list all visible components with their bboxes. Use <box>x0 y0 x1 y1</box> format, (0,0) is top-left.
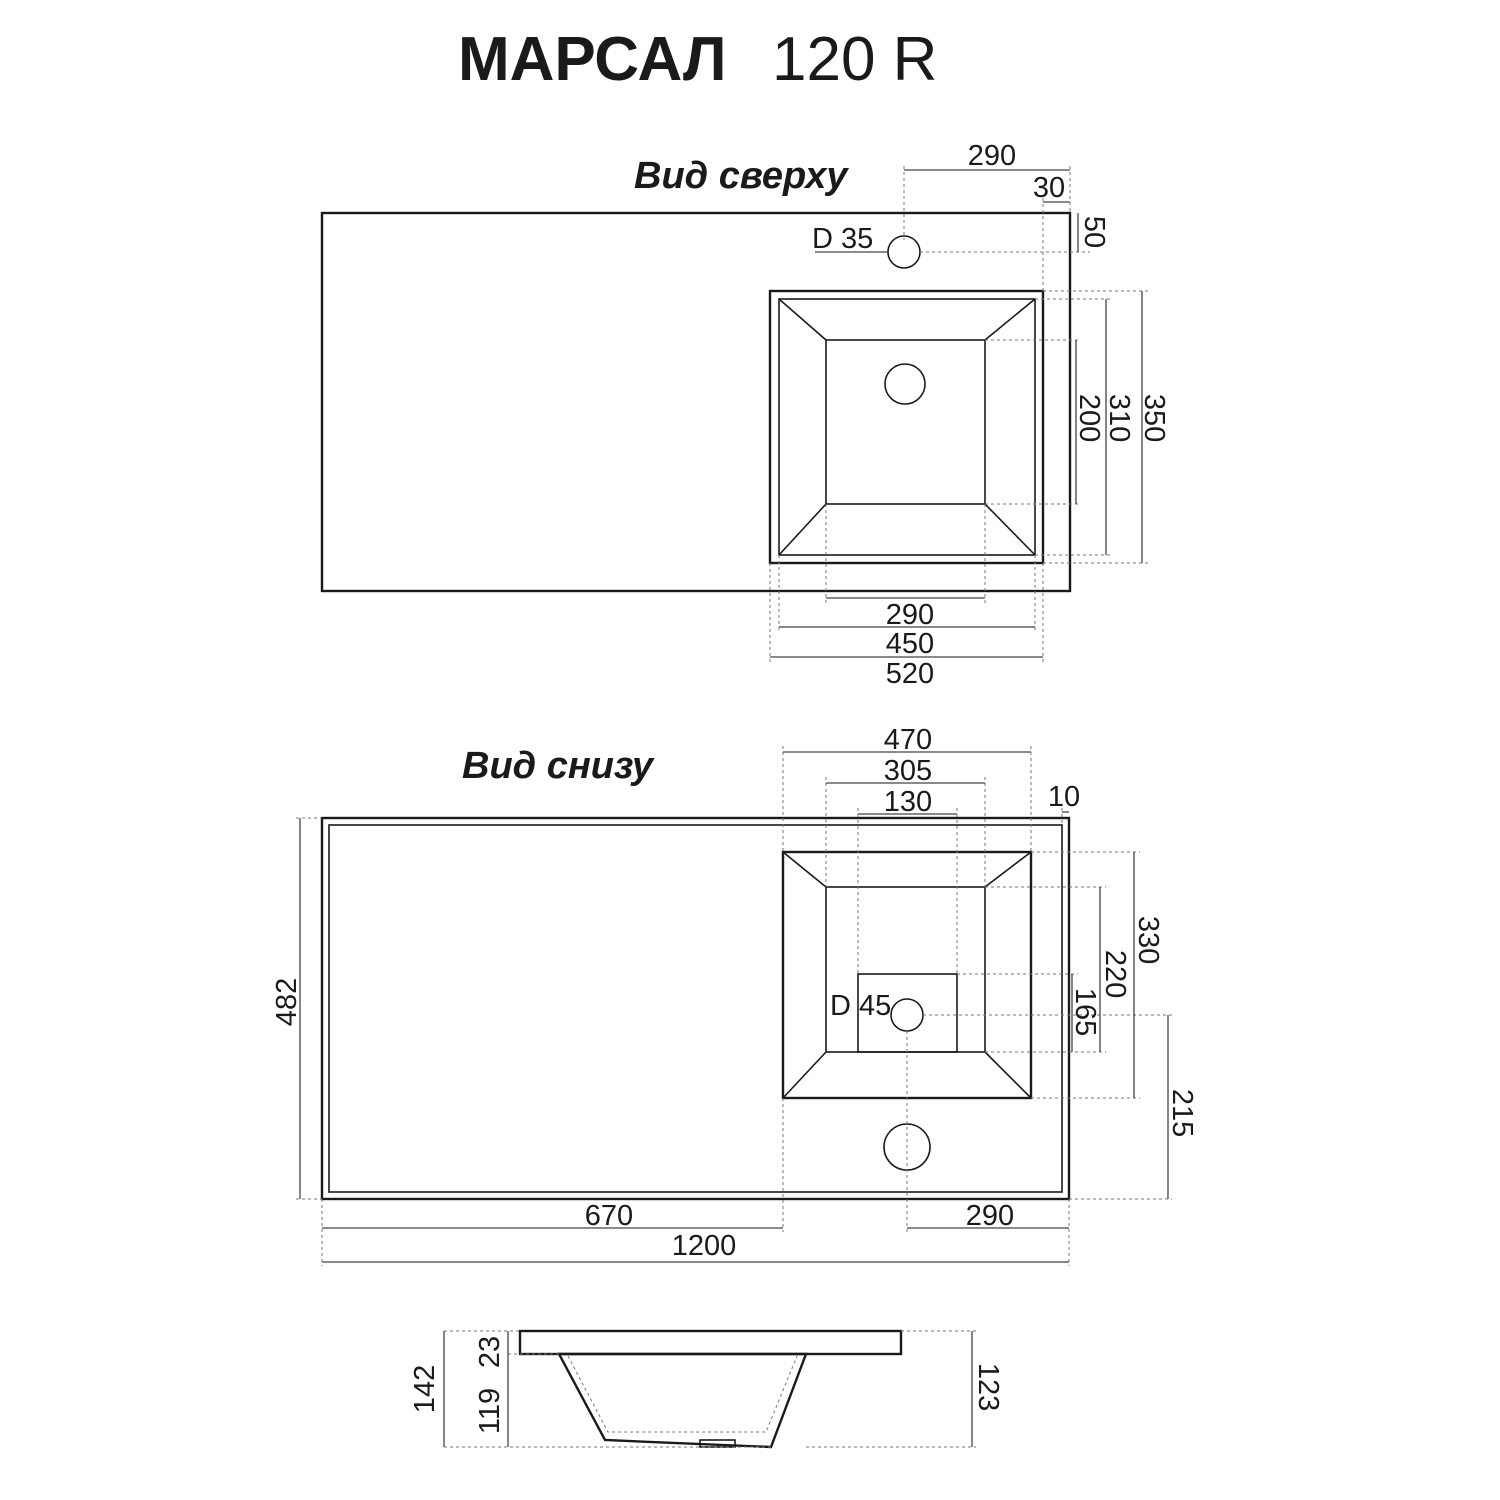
dim-top-bowl-inner-depth: 310 <box>1103 394 1135 442</box>
top-bowl-outer <box>768 289 1045 565</box>
side-bowl-profile <box>556 1352 808 1449</box>
dim-top-bowl-inner-width: 450 <box>886 628 934 660</box>
dim-side-slab-thickness: 23 <box>474 1336 506 1368</box>
dim-side-total-height: 142 <box>409 1365 441 1413</box>
dim-top-bowl-bottom-width: 290 <box>886 599 934 631</box>
side-slab <box>518 1329 903 1356</box>
dim-top-bowl-right-gap: 30 <box>1033 172 1065 204</box>
top-bowl-inner <box>778 298 1036 556</box>
dim-top-faucet-from-back: 50 <box>1078 216 1110 248</box>
top-bowl-edge-bl <box>778 503 827 556</box>
dim-bottom-bowl-width: 470 <box>884 724 932 756</box>
dim-bottom-drain-from-front: 215 <box>1166 1089 1198 1137</box>
side-bowl-inner <box>567 1355 798 1433</box>
dim-top-bowl-outer-width: 520 <box>886 658 934 690</box>
dim-bottom-drain-depth: 165 <box>1069 988 1101 1036</box>
top-bowl-edge-br <box>984 503 1036 556</box>
side-drain-stub <box>699 1439 736 1448</box>
model-size: 120 R <box>772 25 937 94</box>
bottom-bowl-edge-tr <box>984 851 1032 888</box>
dim-top-faucet-diameter: D 35 <box>812 223 873 255</box>
bottom-view-label: Вид снизу <box>462 745 655 787</box>
dim-bottom-edge-offset: 10 <box>1048 781 1080 813</box>
dim-top-faucet-from-right: 290 <box>968 140 1016 172</box>
dim-side-bowl-right-height: 123 <box>972 1363 1004 1411</box>
dim-bottom-bowl-bottom-width: 305 <box>884 755 932 787</box>
bottom-drain-hole <box>890 998 924 1032</box>
dim-top-bowl-bottom-depth: 200 <box>1073 394 1105 442</box>
top-view: Вид сверху <box>320 140 1170 690</box>
bottom-bowl-edge-tl <box>782 851 827 888</box>
dim-bottom-bowl-depth: 330 <box>1132 916 1164 964</box>
dim-bottom-bowl-bottom-depth: 220 <box>1099 950 1131 998</box>
dim-bottom-drain-diameter: D 45 <box>830 990 891 1022</box>
model-name: МАРСАЛ <box>458 25 727 94</box>
top-bowl-bottom <box>825 339 986 505</box>
dim-bottom-drain-width: 130 <box>884 786 932 818</box>
dim-bottom-drain-from-right: 290 <box>966 1200 1014 1232</box>
bottom-slab-outer <box>320 816 1071 1201</box>
top-faucet-hole <box>887 235 921 269</box>
bottom-bowl-edge-br <box>984 1051 1032 1099</box>
bottom-bowl-bottom <box>825 886 986 1053</box>
top-drain-hole <box>884 363 926 405</box>
dim-bottom-overall-depth: 482 <box>271 978 303 1026</box>
top-bowl-edge-tl <box>778 298 827 341</box>
top-slab-outline <box>320 211 1072 593</box>
side-view: 142 23 119 123 <box>409 1329 1004 1449</box>
dim-bottom-overall-length: 1200 <box>672 1230 737 1262</box>
bottom-view: Вид снизу <box>271 724 1198 1266</box>
dim-bottom-left-length: 670 <box>585 1200 633 1232</box>
bottom-bowl-edge-bl <box>782 1051 827 1099</box>
bottom-slab-inner <box>328 824 1063 1193</box>
dim-side-bowl-height: 119 <box>474 1388 506 1434</box>
dim-top-bowl-outer-depth: 350 <box>1138 394 1170 442</box>
top-bowl-edge-tr <box>984 298 1036 341</box>
top-view-label: Вид сверху <box>634 155 849 197</box>
